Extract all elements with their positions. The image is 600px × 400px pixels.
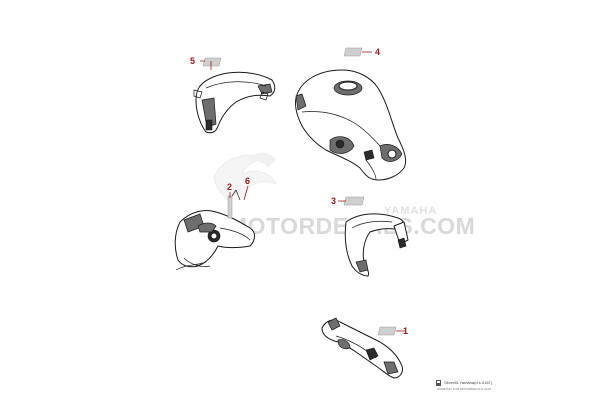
part-inner-panel xyxy=(174,209,255,271)
footer-logo-icon xyxy=(436,380,441,386)
footer-line-1: Silver06 Yamaha(d.s.0187) xyxy=(444,380,493,385)
decal-2-6-strip-icon xyxy=(227,189,241,219)
part-grab-rail xyxy=(344,213,409,277)
callout-5: 5 xyxy=(190,56,195,66)
leader-6 xyxy=(243,185,249,201)
decal-1-icon xyxy=(377,326,397,336)
callout-3: 3 xyxy=(331,196,336,206)
callout-1: 1 xyxy=(403,326,408,336)
watermark-subtext: YAMAHA xyxy=(384,205,437,217)
callout-6: 6 xyxy=(245,176,250,186)
decal-4-icon xyxy=(343,47,363,57)
callout-2: 2 xyxy=(227,182,232,192)
footer-line-2: GRAB IMG FOR MOTORDECALS.COM xyxy=(437,387,491,391)
callout-4: 4 xyxy=(375,47,380,57)
part-chain-guard xyxy=(321,317,403,379)
decal-3-icon xyxy=(343,196,365,206)
part-fuel-tank xyxy=(295,69,407,181)
part-front-cowl xyxy=(193,71,276,134)
decal-5-icon xyxy=(202,57,222,67)
